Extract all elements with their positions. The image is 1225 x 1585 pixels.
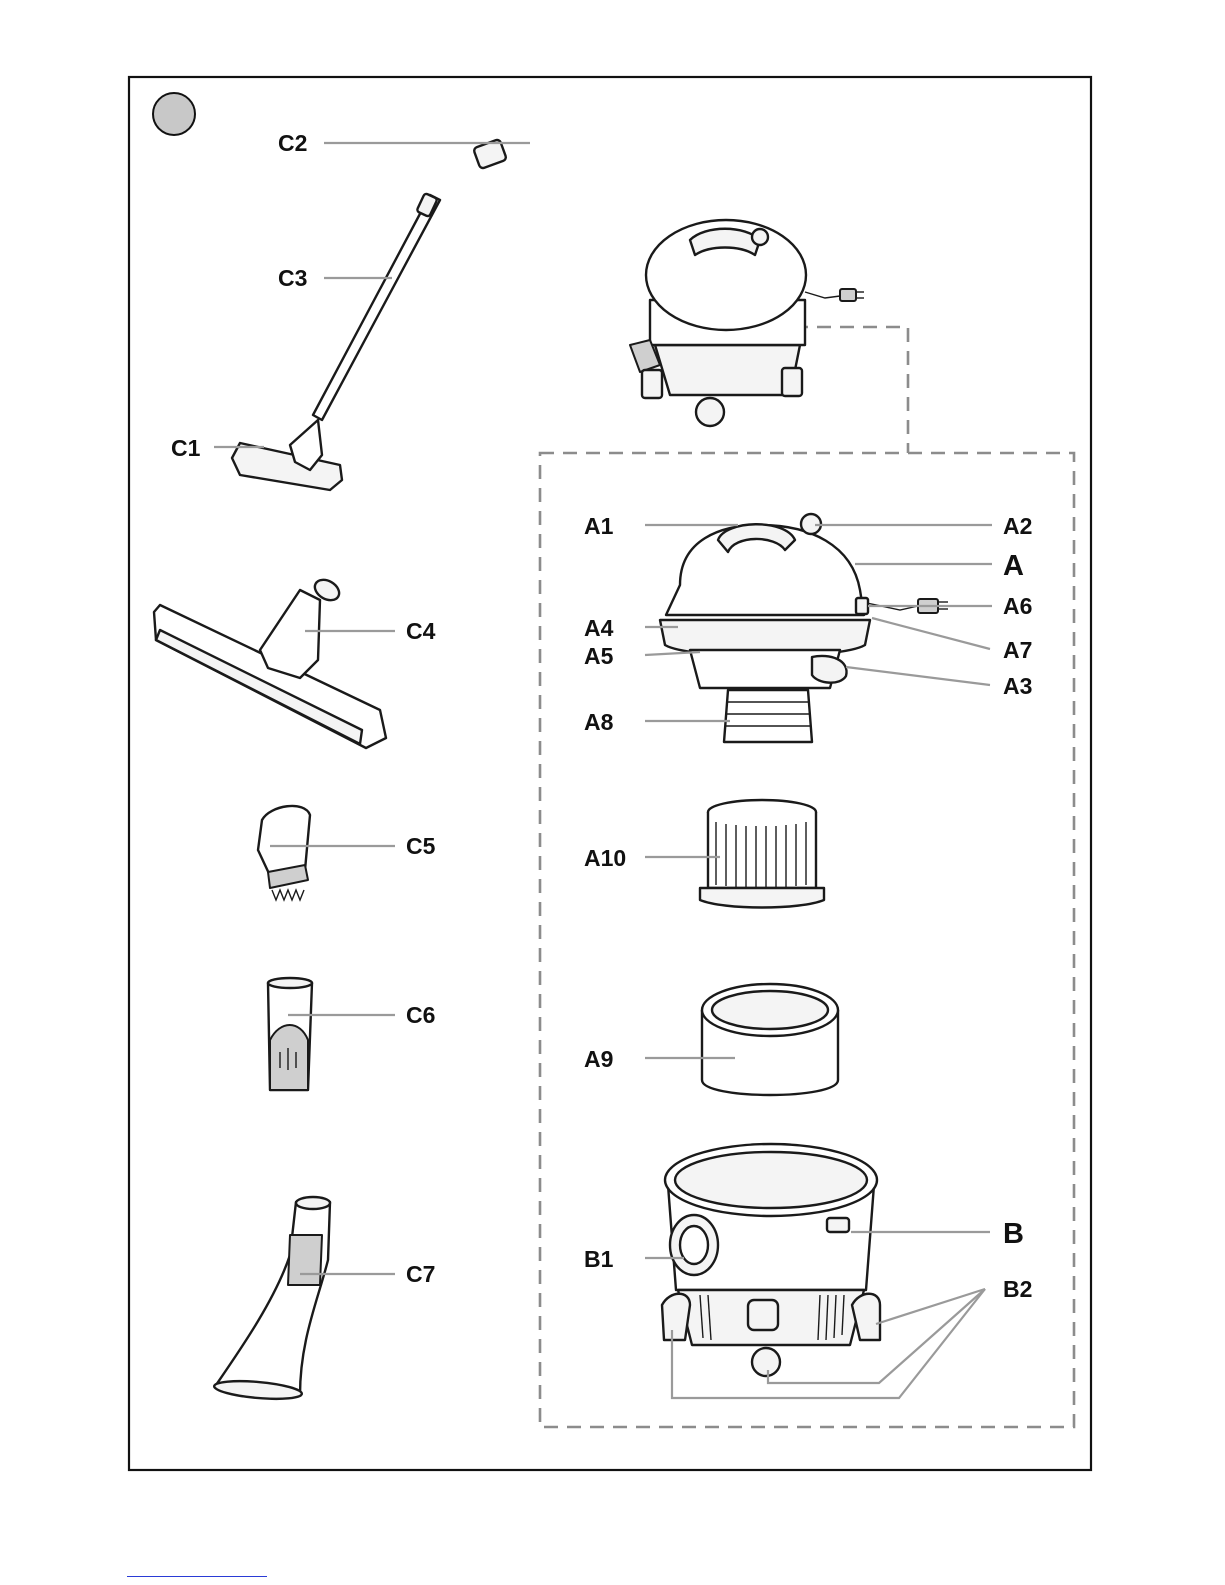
label-A4: A4	[584, 615, 614, 641]
label-A10: A10	[584, 845, 626, 871]
label-C1: C1	[171, 435, 201, 461]
label-B2: B2	[1003, 1276, 1032, 1302]
caster	[752, 1348, 780, 1376]
label-B: B	[1003, 1218, 1024, 1250]
collection-tank	[662, 1144, 880, 1376]
head-unit	[660, 514, 948, 742]
crevice-tool	[268, 978, 312, 1090]
dusting-brush	[258, 806, 310, 900]
label-C3: C3	[278, 265, 307, 291]
page-footer-underline	[127, 1576, 267, 1577]
label-B1: B1	[584, 1246, 614, 1272]
label-C5: C5	[406, 833, 436, 859]
part-labels: C2 C3 C1 C4 C5 C6 C7 A1 A2 A A6 A4 A7 A5…	[171, 130, 1032, 1302]
label-C2: C2	[278, 130, 307, 156]
label-C6: C6	[406, 1002, 435, 1028]
label-A9: A9	[584, 1046, 613, 1072]
label-A6: A6	[1003, 593, 1032, 619]
label-A8: A8	[584, 709, 614, 735]
label-A5: A5	[584, 643, 614, 669]
assembled-vacuum	[232, 139, 864, 490]
floor-tool	[154, 576, 386, 748]
tank-body	[655, 345, 800, 395]
label-C7: C7	[406, 1261, 435, 1287]
side-latch	[812, 656, 847, 683]
wand	[313, 195, 440, 420]
label-A1: A1	[584, 513, 614, 539]
label-A2: A2	[1003, 513, 1032, 539]
foam-sleeve	[702, 984, 838, 1095]
wide-nozzle	[213, 1197, 330, 1402]
label-A7: A7	[1003, 637, 1032, 663]
label-A: A	[1003, 550, 1024, 582]
label-C4: C4	[406, 618, 436, 644]
floor-nozzle	[232, 443, 342, 490]
figure-badge	[153, 93, 195, 135]
cartridge-filter	[700, 800, 824, 908]
label-A3: A3	[1003, 673, 1032, 699]
